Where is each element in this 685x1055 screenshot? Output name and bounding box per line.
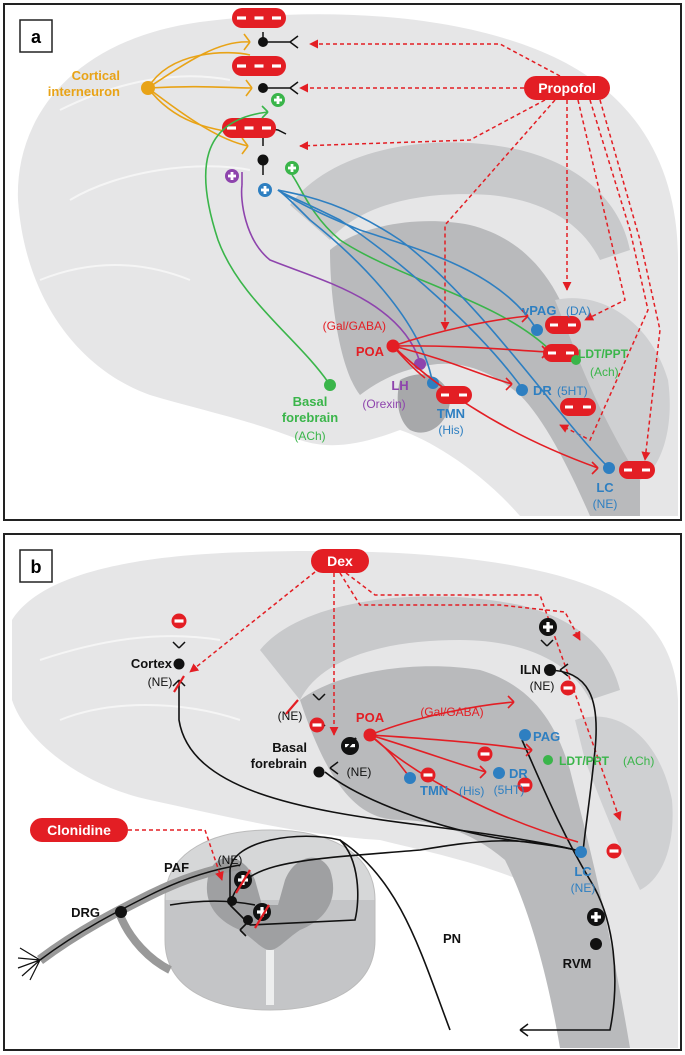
gal-gaba-label-a: (Gal/GABA) (323, 319, 386, 333)
tmn-soma-a (427, 377, 439, 389)
vpag-sub: (DA) (566, 304, 591, 318)
cortical-neurons-a (222, 8, 299, 197)
paf-label: PAF (164, 860, 189, 875)
brain-sagittal-a (17, 14, 679, 516)
dex-arrows (128, 571, 622, 881)
cortical-interneuron-soma (141, 81, 155, 95)
tmn-soma-b (404, 772, 416, 784)
cortex-label: Cortex (131, 656, 173, 671)
peripheral-nerve (17, 860, 241, 981)
cortical-label: Cortical (72, 68, 120, 83)
vpag-soma (531, 324, 543, 336)
iln-label: ILN (520, 662, 541, 677)
tmn-sub-a: (His) (438, 423, 463, 437)
ldt-ppt-soma-a (571, 355, 581, 365)
dr-label-b: DR (509, 766, 528, 781)
inhibition-slashes (173, 675, 299, 929)
lh-label: LH (391, 378, 408, 393)
dorsal-horn-soma (243, 915, 253, 925)
lh-soma (414, 358, 426, 370)
lc-soma-b (575, 846, 587, 858)
gal-gaba-label-b: (Gal/GABA) (420, 705, 483, 719)
forebrain-label-a: forebrain (282, 410, 338, 425)
ldt-ppt-label-a: LDT/PPT (578, 347, 629, 361)
ldt-ppt-soma-b (543, 755, 553, 765)
dr-soma-a (516, 384, 528, 396)
lc-soma-a (603, 462, 615, 474)
rvm-label: RVM (563, 956, 592, 971)
poa-soma-a (386, 339, 400, 353)
poa-label-a: POA (356, 344, 385, 359)
cortex-ne: (NE) (148, 675, 173, 689)
basal-forebrain-soma-b (313, 766, 325, 778)
panel-b: b Dex Clonidine (3, 533, 682, 1051)
dex-pill (311, 549, 369, 573)
dr-sub-b: (5HT) (494, 783, 525, 797)
pag-label: PAG (533, 729, 560, 744)
lh-sub: (Orexin) (362, 397, 405, 411)
panel-b-letter: b (31, 557, 42, 577)
tmn-label-b: TMN (420, 783, 448, 798)
poa-ne: (NE) (347, 765, 372, 779)
paf-ne: (NE) (218, 853, 243, 867)
iln-ne: (NE) (530, 679, 555, 693)
pag-soma (519, 729, 531, 741)
clonidine-pill (30, 818, 128, 842)
bf-ne-top: (NE) (278, 709, 303, 723)
rvm-soma (590, 938, 602, 950)
dr-sub-a: (5HT) (557, 384, 588, 398)
dr-soma-b (493, 767, 505, 779)
ne-pathways (169, 669, 616, 1031)
lc-label-b: LC (574, 864, 592, 879)
orexin-projections (240, 172, 421, 363)
pn-label: PN (443, 931, 461, 946)
panel-b-letter-box (19, 549, 53, 583)
basal-label-a: Basal (293, 394, 328, 409)
basal-label-b: Basal (272, 740, 307, 755)
ach-nuc-label: (Ach) (590, 365, 619, 379)
dex-label: Dex (327, 553, 353, 569)
poa-label-b: POA (356, 710, 385, 725)
bf-sub-a: (ACh) (294, 429, 325, 443)
cortical-interneuron-axons (147, 33, 253, 155)
ldt-ppt-label-b: LDT/PPT (559, 754, 610, 768)
panel-a: a Propofol Cortical interneuron (3, 3, 682, 521)
poa-soma-b (363, 728, 377, 742)
iln-soma (544, 664, 556, 676)
propofol-pill (524, 76, 610, 100)
drg-label: DRG (71, 905, 100, 920)
lc-sub-a: (NE) (593, 497, 618, 511)
lc-label-a: LC (596, 480, 614, 495)
forebrain-label-b: forebrain (251, 756, 307, 771)
dr-label-a: DR (533, 383, 552, 398)
vpag-label: vPAG (522, 303, 556, 318)
ldt-ppt-ach: (ACh) (623, 754, 654, 768)
clonidine-label: Clonidine (47, 822, 111, 838)
interneuron-label: interneuron (48, 84, 120, 99)
panel-a-letter: a (31, 27, 42, 47)
basal-forebrain-soma (324, 379, 336, 391)
tmn-label-a: TMN (437, 406, 465, 421)
propofol-label: Propofol (538, 80, 596, 96)
paf-terminal-soma (227, 896, 237, 906)
panel-a-letter-box (19, 19, 53, 53)
cortex-soma (173, 658, 185, 670)
tmn-sub-b: (His) (459, 784, 484, 798)
lc-ne-b: (NE) (571, 881, 596, 895)
drg-soma (115, 906, 127, 918)
